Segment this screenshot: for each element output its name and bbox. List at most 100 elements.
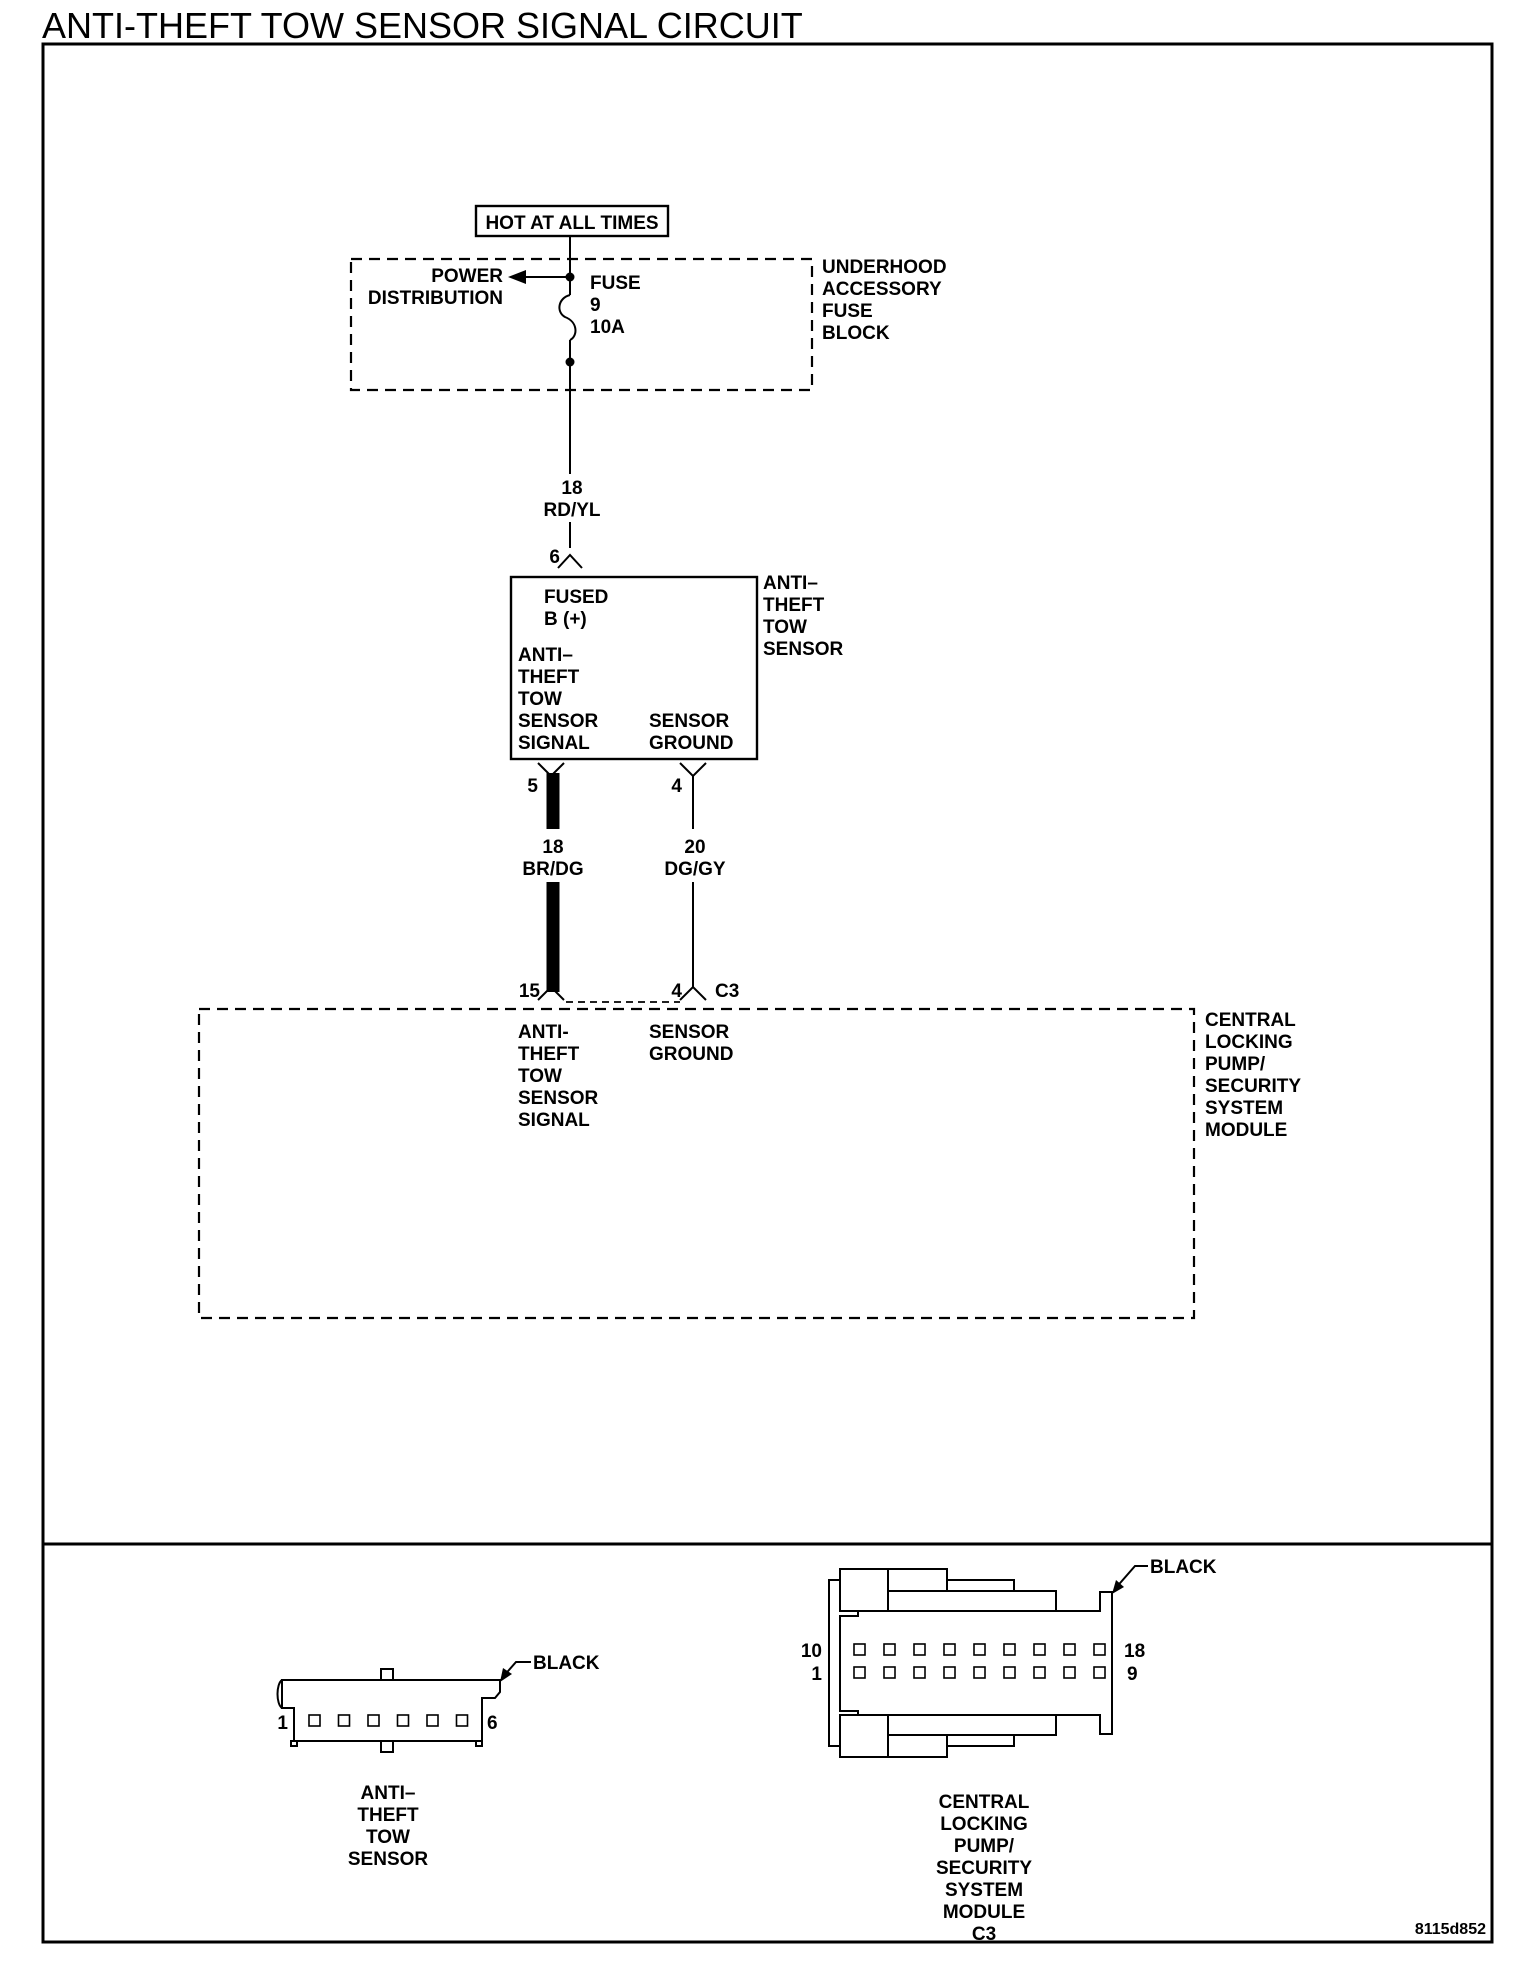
connector-caption: SENSOR xyxy=(348,1849,429,1870)
fuse-symbol xyxy=(558,294,577,341)
connector-color-label: BLACK xyxy=(533,1653,600,1674)
fuse-block-name-line: ACCESSORY xyxy=(822,279,942,300)
fuse-rating: 10A xyxy=(590,317,625,338)
wire-label-bg xyxy=(548,474,592,522)
power-distribution-label: DISTRIBUTION xyxy=(368,288,503,309)
ground-wire-gauge: 20 xyxy=(684,837,705,858)
hot-label: HOT AT ALL TIMES xyxy=(485,213,658,234)
module-signal-label: THEFT xyxy=(518,1044,580,1065)
pin-cavity xyxy=(973,1666,986,1679)
module-outline xyxy=(197,1007,1196,1320)
pin-cavity xyxy=(396,1714,410,1727)
sensor-signal-label: TOW xyxy=(518,689,562,710)
fuse-block-name-line: FUSE xyxy=(822,301,873,322)
connector-tab xyxy=(887,1714,1057,1736)
connector-pin-symbol xyxy=(679,762,707,778)
tow-sensor-component xyxy=(509,575,759,761)
pin-number: 5 xyxy=(527,776,538,797)
sensor-ground-label: SENSOR xyxy=(649,711,730,732)
tow-sensor-connector-view: 1 6 BLACK ANTI– THEFT TOW SENSOR xyxy=(276,1653,600,1870)
connector-caption: SYSTEM xyxy=(945,1880,1023,1901)
pin-cavity xyxy=(913,1666,926,1679)
connector-color-label: BLACK xyxy=(1150,1557,1217,1578)
pin-cavity xyxy=(1063,1643,1076,1656)
arrow-icon xyxy=(1112,1580,1124,1594)
pin-cavity xyxy=(367,1714,380,1727)
fuse-block-name-line: BLOCK xyxy=(822,323,890,344)
pin-cavity xyxy=(943,1666,956,1679)
connector-pin-symbol xyxy=(557,553,583,569)
fused-b-label: B (+) xyxy=(544,609,587,630)
tow-sensor-name-line: ANTI– xyxy=(763,573,818,594)
connector-body xyxy=(281,1679,501,1742)
sensor-signal-label: SIGNAL xyxy=(518,733,590,754)
feed-wire-gauge: 18 xyxy=(561,478,582,499)
ground-wire-color: DG/GY xyxy=(664,859,726,880)
pin-cavity xyxy=(455,1714,469,1727)
fused-b-label: FUSED xyxy=(544,587,608,608)
connector-tab xyxy=(887,1590,1057,1612)
connector-pin-symbol xyxy=(537,985,565,1001)
figure-id: 8115d852 xyxy=(1415,1921,1486,1938)
module-signal-label: ANTI- xyxy=(518,1022,569,1043)
tow-sensor-name-line: TOW xyxy=(763,617,807,638)
connector-caption: C3 xyxy=(972,1924,996,1945)
pin-cavity xyxy=(1033,1666,1046,1679)
pin-number: 15 xyxy=(519,981,541,1002)
fuse-number: 9 xyxy=(590,295,601,316)
module-name: CENTRAL LOCKING PUMP/ SECURITY SYSTEM MO… xyxy=(1205,1010,1301,1141)
connector-caption: TOW xyxy=(366,1827,410,1848)
connector-bracket xyxy=(828,1579,840,1747)
pin-number: 10 xyxy=(801,1641,822,1662)
feed-wire-color: RD/YL xyxy=(544,500,601,521)
sensor-signal-label: SENSOR xyxy=(518,711,599,732)
fuse-block-name: UNDERHOOD ACCESSORY FUSE BLOCK xyxy=(822,257,947,344)
splice-dot xyxy=(565,357,575,367)
pin-cavity xyxy=(853,1666,866,1679)
fuse-block-name-line: UNDERHOOD xyxy=(822,257,947,278)
connector-foot xyxy=(475,1740,483,1747)
pin-cavity xyxy=(853,1643,866,1656)
pin-cavity xyxy=(308,1714,321,1727)
connector-latch xyxy=(380,1740,394,1753)
module-name-line: CENTRAL xyxy=(1205,1010,1296,1031)
pin-number: 18 xyxy=(1124,1641,1145,1662)
pin-cavity xyxy=(1093,1643,1106,1656)
fuse-block-outline xyxy=(349,257,814,392)
module-c3-connector-view: 10 1 18 9 BLACK CENTRAL LOCKING PUMP/ SE… xyxy=(801,1557,1217,1945)
connector-tab xyxy=(946,1579,1015,1592)
connector-caption: SECURITY xyxy=(936,1858,1032,1879)
connector-pin-symbol xyxy=(679,985,707,1001)
sensor-ground-label: GROUND xyxy=(649,733,733,754)
sensor-signal-label: ANTI– xyxy=(518,645,573,666)
pin-number: 4 xyxy=(671,981,682,1002)
pin-cavity xyxy=(883,1643,896,1656)
pin-number: 6 xyxy=(549,547,560,568)
connector-tab xyxy=(946,1734,1015,1747)
pin-cavity xyxy=(913,1643,926,1656)
module-name-line: MODULE xyxy=(1205,1120,1287,1141)
color-callout-leader xyxy=(1113,1565,1148,1591)
pin-cavity xyxy=(973,1643,986,1656)
module-ground-label: SENSOR xyxy=(649,1022,730,1043)
connector-caption: THEFT xyxy=(357,1805,419,1826)
pin-cavity xyxy=(1063,1666,1076,1679)
tow-sensor-name: ANTI– THEFT TOW SENSOR xyxy=(763,573,844,660)
pin-cavity xyxy=(883,1666,896,1679)
pin-cavity xyxy=(1093,1666,1106,1679)
pin-cavity xyxy=(1003,1643,1016,1656)
pin-number: 4 xyxy=(671,776,682,797)
connector-caption: CENTRAL xyxy=(939,1792,1030,1813)
connector-caption: PUMP/ xyxy=(954,1836,1015,1857)
connector-caption: LOCKING xyxy=(940,1814,1028,1835)
module-signal-label: SIGNAL xyxy=(518,1110,590,1131)
pin-cavity xyxy=(943,1643,956,1656)
connector-id: C3 xyxy=(715,981,739,1002)
connector-lock-tab xyxy=(276,1679,283,1709)
pin-cavity xyxy=(426,1714,439,1727)
module-signal-label: TOW xyxy=(518,1066,562,1087)
module-name-line: LOCKING xyxy=(1205,1032,1293,1053)
pin-number: 1 xyxy=(811,1664,822,1685)
module-signal-label: SENSOR xyxy=(518,1088,599,1109)
arrow-icon xyxy=(500,1668,512,1682)
